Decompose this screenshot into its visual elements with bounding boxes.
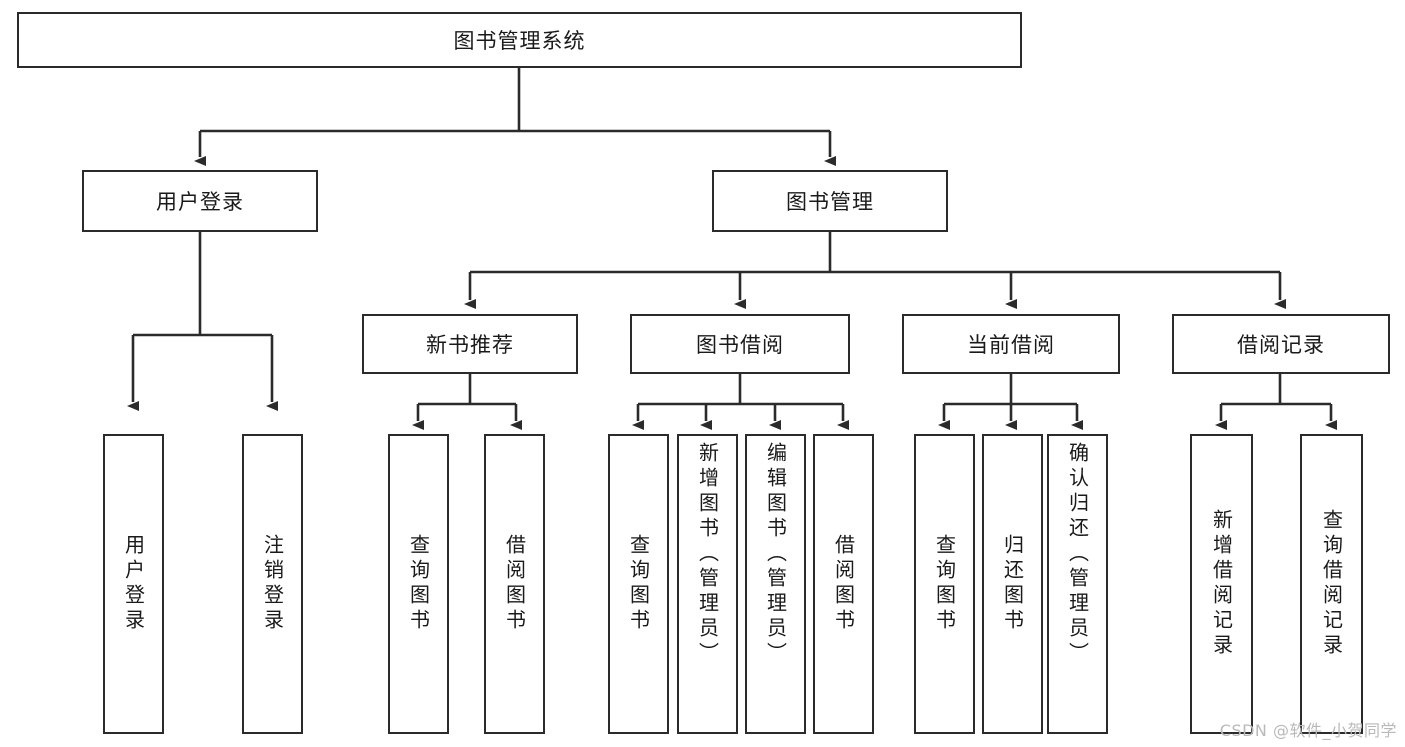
leaf-query-record[interactable]: 查询借阅记录 bbox=[1300, 434, 1363, 734]
node-borrow-record[interactable]: 借阅记录 bbox=[1172, 314, 1390, 374]
leaf-add-book-label: 新增图书（管理员） bbox=[695, 442, 720, 667]
leaf-user-login-label: 用户登录 bbox=[121, 534, 146, 634]
leaf-return-book[interactable]: 归还图书 bbox=[982, 434, 1043, 734]
leaf-query-book-2-label: 查询图书 bbox=[626, 534, 651, 634]
node-book-borrow[interactable]: 图书借阅 bbox=[630, 314, 850, 374]
leaf-add-record[interactable]: 新增借阅记录 bbox=[1190, 434, 1253, 734]
leaf-borrow-book-1[interactable]: 借阅图书 bbox=[484, 434, 545, 734]
leaf-add-record-label: 新增借阅记录 bbox=[1209, 509, 1234, 659]
node-book-borrow-label: 图书借阅 bbox=[696, 333, 784, 357]
leaf-edit-book-label: 编辑图书（管理员） bbox=[763, 442, 788, 667]
node-new-book-recommend[interactable]: 新书推荐 bbox=[362, 314, 578, 374]
leaf-return-book-label: 归还图书 bbox=[1000, 534, 1025, 634]
node-current-borrow-label: 当前借阅 bbox=[967, 333, 1055, 357]
node-current-borrow[interactable]: 当前借阅 bbox=[902, 314, 1120, 374]
node-root[interactable]: 图书管理系统 bbox=[17, 12, 1022, 68]
leaf-add-book[interactable]: 新增图书（管理员） bbox=[677, 434, 738, 734]
leaf-confirm-return-label: 确认归还（管理员） bbox=[1065, 442, 1090, 667]
leaf-user-login[interactable]: 用户登录 bbox=[103, 434, 164, 734]
node-book-manage[interactable]: 图书管理 bbox=[712, 170, 948, 232]
node-book-manage-label: 图书管理 bbox=[786, 190, 874, 214]
leaf-confirm-return[interactable]: 确认归还（管理员） bbox=[1047, 434, 1108, 734]
leaf-borrow-book-2-label: 借阅图书 bbox=[831, 534, 856, 634]
node-user-login-label: 用户登录 bbox=[156, 190, 244, 214]
leaf-user-logout[interactable]: 注销登录 bbox=[242, 434, 303, 734]
leaf-user-logout-label: 注销登录 bbox=[260, 534, 285, 634]
watermark-text: CSDN @软件_小贺同学 bbox=[1219, 721, 1397, 740]
leaf-edit-book[interactable]: 编辑图书（管理员） bbox=[745, 434, 806, 734]
node-new-book-recommend-label: 新书推荐 bbox=[426, 333, 514, 357]
node-borrow-record-label: 借阅记录 bbox=[1237, 333, 1325, 357]
leaf-query-record-label: 查询借阅记录 bbox=[1319, 509, 1344, 659]
node-root-label: 图书管理系统 bbox=[453, 29, 586, 53]
node-user-login[interactable]: 用户登录 bbox=[82, 170, 318, 232]
leaf-query-book-2[interactable]: 查询图书 bbox=[608, 434, 669, 734]
leaf-borrow-book-2[interactable]: 借阅图书 bbox=[813, 434, 874, 734]
leaf-query-book-1[interactable]: 查询图书 bbox=[388, 434, 449, 734]
leaf-borrow-book-1-label: 借阅图书 bbox=[502, 534, 527, 634]
leaf-query-book-1-label: 查询图书 bbox=[406, 534, 431, 634]
leaf-query-book-3[interactable]: 查询图书 bbox=[914, 434, 975, 734]
leaf-query-book-3-label: 查询图书 bbox=[932, 534, 957, 634]
